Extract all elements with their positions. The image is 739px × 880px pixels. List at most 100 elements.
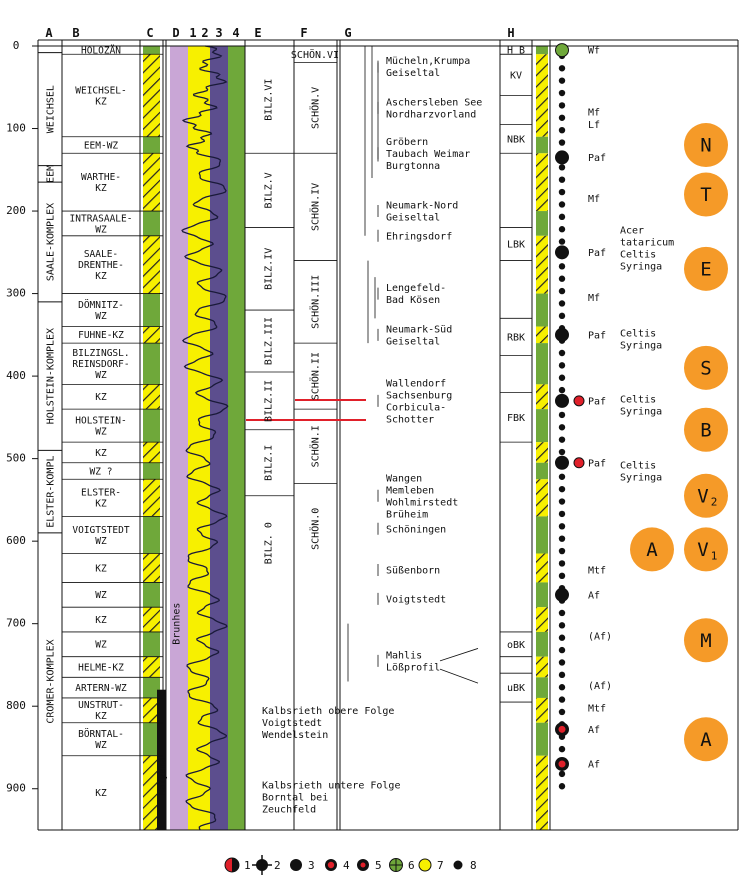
fossil-dot — [558, 473, 566, 480]
fossil-dot — [558, 411, 566, 419]
stage-label: FUHNE-KZ — [78, 330, 124, 341]
bracket-line — [439, 648, 479, 662]
fauna-label: Paf — [588, 153, 606, 164]
stage-label: WARTHE-KZ — [81, 172, 121, 194]
fauna-label: Mf — [588, 194, 600, 205]
purple-strip — [210, 46, 228, 830]
soil-column-band — [536, 136, 548, 154]
stage-column-band — [143, 516, 160, 554]
bilzingsleben-label: BILZ.II — [264, 380, 275, 422]
column-header: C — [146, 26, 153, 40]
stage-column-band — [143, 46, 160, 55]
fossil-dot — [558, 745, 566, 753]
fossil-dot — [558, 386, 566, 394]
column-header: D — [172, 26, 179, 40]
depth-tick-label: 700 — [6, 617, 26, 630]
fossil-dot — [558, 139, 566, 146]
matuyama-bar — [157, 689, 166, 830]
fossil-dot — [558, 126, 566, 134]
fossil-dot — [558, 300, 566, 307]
fauna-label: Mtf — [588, 566, 606, 577]
fossil-dot — [558, 448, 566, 456]
fossil-dot — [558, 684, 566, 691]
fauna-symbol — [555, 455, 569, 470]
fauna-label: Af — [588, 725, 600, 736]
fossil-dot — [558, 436, 566, 443]
industry-label: M — [700, 630, 711, 652]
site-label: Ehringsdorf — [386, 231, 452, 242]
stage-column-band — [143, 582, 160, 608]
soil-label: KV — [510, 70, 522, 81]
fauna-label: Mf — [588, 293, 600, 304]
depth-tick-label: 100 — [6, 121, 26, 134]
legend-symbol — [327, 861, 335, 869]
soil-column-band — [536, 479, 548, 517]
stage-column-band — [143, 136, 160, 154]
stage-label: BÖRNTAL-WZ — [78, 729, 124, 751]
soil-column-band — [536, 293, 548, 327]
soil-column-band — [536, 326, 548, 344]
column-header: F — [300, 26, 307, 40]
fossil-dot — [558, 523, 566, 530]
industry-circle — [684, 527, 728, 572]
soil-column-band — [536, 607, 548, 632]
bracket-line — [439, 668, 479, 684]
soil-column-band — [536, 384, 548, 410]
bilzingsleben-label: BILZ.VI — [264, 79, 275, 121]
soil-column-band — [536, 516, 548, 554]
stage-label: UNSTRUT-KZ — [78, 700, 124, 722]
stage-column-band — [143, 755, 160, 830]
fauna-label: Wf — [588, 46, 600, 57]
depth-tick-label: 400 — [6, 369, 26, 382]
schoeningen-label: SCHÖN.V — [309, 87, 322, 129]
soil-column-band — [536, 631, 548, 657]
fossil-dot — [558, 708, 566, 716]
soil-label: NBK — [507, 134, 525, 145]
soil-column-band — [536, 46, 548, 55]
fossil-dot — [558, 349, 566, 357]
stage-label: HOLOZÄN — [81, 45, 121, 56]
schoeningen-label: SCHÖN.0 — [309, 508, 322, 550]
complex-label: ELSTER-KOMPL — [46, 456, 57, 528]
stage-label: KZ — [95, 448, 107, 459]
stage-column-band — [143, 656, 160, 678]
depth-tick-label: 800 — [6, 699, 26, 712]
complex-label: EEM — [46, 165, 57, 183]
fossil-dot — [558, 510, 566, 518]
complex-label: WEICHSEL — [46, 85, 57, 133]
legend-label: 3 — [308, 859, 315, 872]
soil-column-band — [536, 343, 548, 385]
fossil-dot — [558, 671, 566, 679]
soil-column-band — [536, 462, 548, 480]
fossil-dot — [558, 622, 566, 629]
stage-label: ARTERN-WZ — [75, 683, 127, 694]
stage-column-band — [143, 722, 160, 756]
fossil-dot — [558, 238, 566, 245]
soil-column-band — [536, 722, 548, 756]
fossil-dot — [558, 102, 566, 109]
fauna-label: Af — [588, 590, 600, 601]
schoeningen-label: SCHÖN.I — [309, 425, 322, 467]
climate-curves — [181, 45, 229, 830]
industry-circle — [684, 717, 728, 762]
yellow-strip — [188, 46, 210, 830]
stage-column-band — [143, 409, 160, 443]
soil-label: uBK — [507, 683, 525, 694]
legend-label: 5 — [375, 859, 382, 872]
stage-label: SAALE-DRENTHE-KZ — [78, 249, 124, 282]
soil-label: H B — [507, 46, 525, 57]
legend-label: 4 — [343, 859, 350, 872]
fauna-label: Mtf — [588, 703, 606, 714]
soil-column-band — [536, 656, 548, 678]
legend-symbol — [290, 859, 302, 871]
stage-column-band — [143, 343, 160, 385]
legend-label: 7 — [437, 859, 444, 872]
fossil-dot — [558, 213, 566, 221]
fauna-symbol — [573, 457, 585, 469]
soil-column-band — [536, 677, 548, 698]
industry-circle — [684, 473, 728, 518]
stage-label: HELME-KZ — [78, 662, 124, 673]
